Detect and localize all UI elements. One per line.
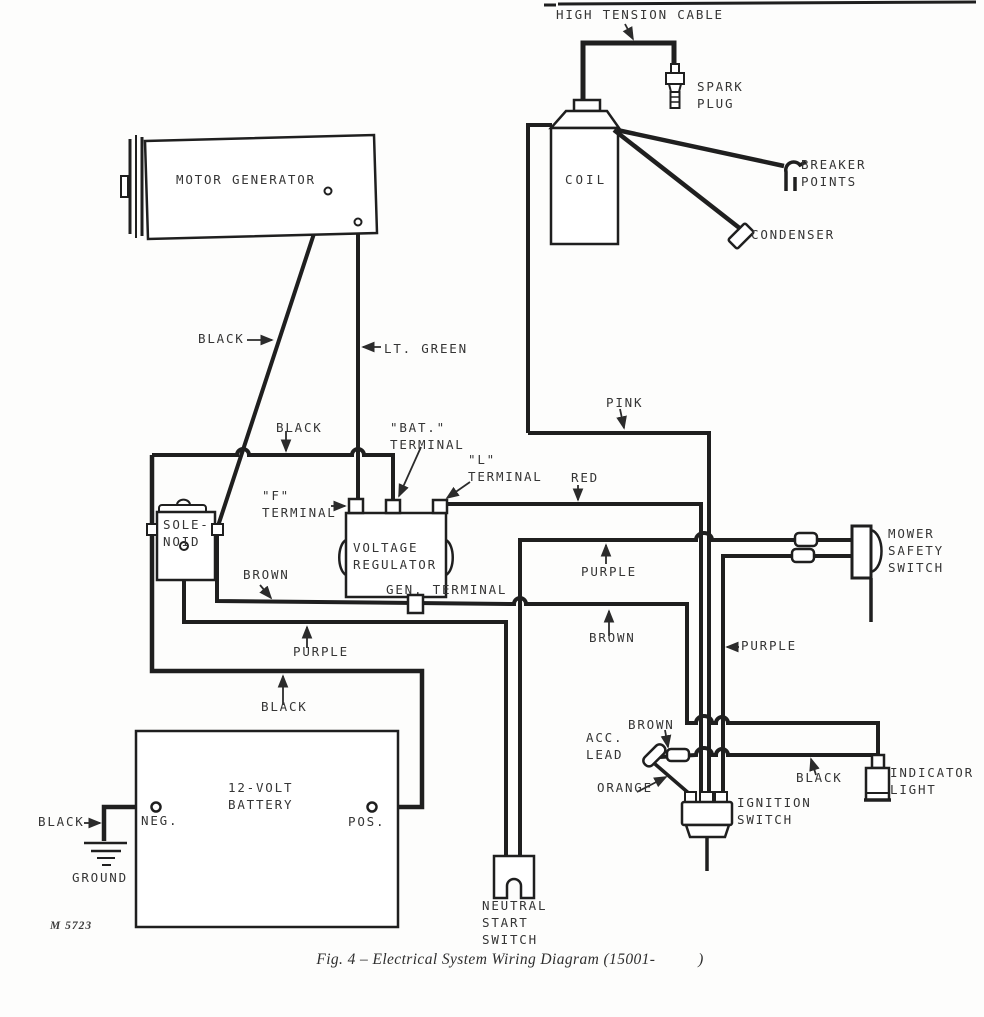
label-black-generator: BLACK [198, 331, 245, 346]
label-black-indicator: BLACK [796, 770, 843, 785]
ignition-switch-icon [680, 791, 734, 871]
label-battery: 12-VOLT BATTERY [228, 780, 294, 812]
label-voltage-regulator: VOLTAGE REGULATOR [353, 540, 437, 572]
wire-black-regulator [152, 447, 395, 500]
label-condenser: CONDENSER [751, 227, 835, 242]
leader-arrows [84, 23, 820, 829]
label-ground: GROUND [72, 870, 128, 885]
label-neutral-start-switch: NEUTRAL START SWITCH [482, 898, 548, 947]
label-bat-terminal: "BAT." TERMINAL [390, 420, 465, 452]
label-brown-solenoid: BROWN [243, 567, 290, 582]
label-brown-regulator: BROWN [589, 630, 636, 645]
neutral-start-switch-icon [492, 854, 536, 900]
mower-safety-switch-icon [850, 524, 883, 622]
label-high-tension-cable: HIGH TENSION CABLE [556, 7, 724, 22]
coil-box [548, 98, 785, 246]
wire-orange [653, 762, 694, 798]
label-black-battery: BLACK [261, 699, 308, 714]
wire-purple-safety [518, 531, 852, 856]
ground-symbol-icon [84, 841, 127, 866]
figure-caption: Fig. 4 – Electrical System Wiring Diagra… [316, 951, 704, 968]
wire-purple-solenoid [182, 547, 508, 856]
label-f-terminal: "F" TERMINAL [262, 488, 337, 520]
label-orange: ORANGE [597, 780, 653, 795]
indicator-light-icon [864, 753, 891, 802]
voltage-regulator-box [338, 497, 454, 615]
page-edge-line [544, 0, 977, 7]
label-coil: COIL [565, 172, 608, 187]
label-ignition-switch: IGNITION SWITCH [737, 795, 812, 827]
drawing-number: M 5723 [50, 920, 93, 932]
condenser-icon [727, 222, 755, 250]
label-solenoid: SOLE- NOID [163, 517, 210, 549]
label-pink: PINK [606, 395, 644, 410]
label-acc-lead: ACC. LEAD [586, 730, 624, 762]
label-battery-neg: NEG. [141, 813, 179, 828]
label-purple-safety: PURPLE [581, 564, 637, 579]
solenoid-box [146, 498, 224, 582]
label-black-ground: BLACK [38, 814, 85, 829]
wire-coil-feed [526, 123, 552, 433]
wire-pink [528, 431, 711, 792]
battery-box [134, 729, 400, 929]
label-mower-safety-switch: MOWER SAFETY SWITCH [888, 526, 944, 575]
wire-black-generator [215, 190, 330, 530]
label-purple-solenoid: PURPLE [293, 644, 349, 659]
label-spark-plug: SPARK PLUG [697, 79, 744, 111]
label-breaker-points: BREAKER POINTS [801, 157, 867, 189]
label-red: RED [571, 470, 599, 485]
label-gen-terminal: GEN. TERMINAL [386, 582, 508, 597]
wire-red [448, 502, 703, 792]
label-black-regulator: BLACK [276, 420, 323, 435]
label-brown-acc: BROWN [628, 717, 675, 732]
label-lt-green: LT. GREEN [384, 341, 468, 356]
label-motor-generator: MOTOR GENERATOR [176, 172, 316, 187]
label-purple-ignition: PURPLE [741, 638, 797, 653]
label-battery-pos: POS. [348, 814, 386, 829]
label-indicator-light: INDICATOR LIGHT [890, 765, 974, 797]
wire-black-indicator [659, 746, 878, 759]
wire-high-tension-cable [580, 40, 677, 101]
label-l-terminal: "L" TERMINAL [468, 452, 543, 484]
spark-plug-icon [665, 63, 685, 109]
breaker-points-icon [784, 160, 807, 191]
acc-lead-icon [642, 743, 667, 768]
wire-connector-icons [665, 531, 819, 763]
motor-generator-box [120, 133, 379, 241]
